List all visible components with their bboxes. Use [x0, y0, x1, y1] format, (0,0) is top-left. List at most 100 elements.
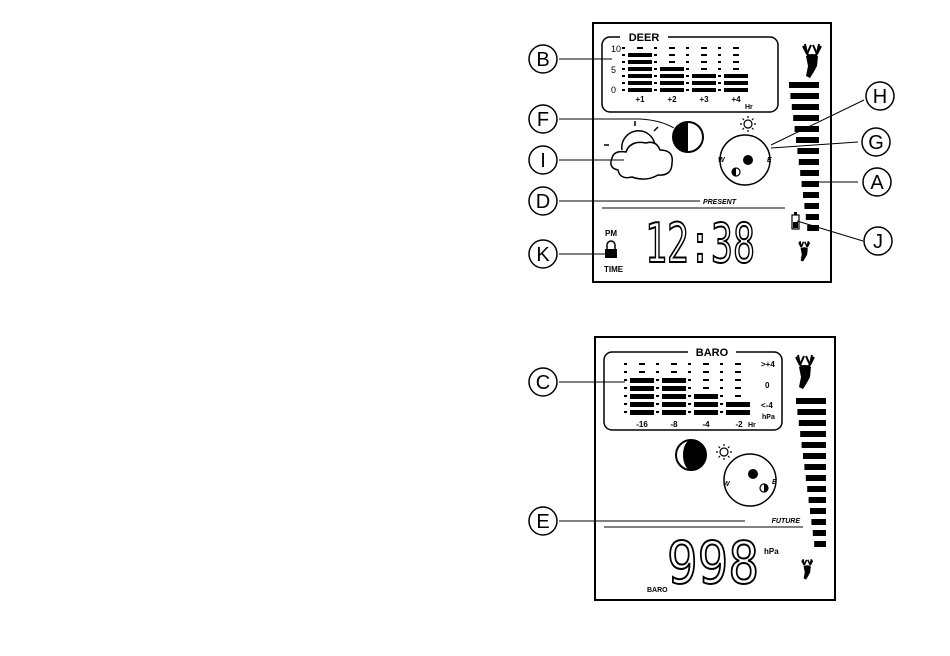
- activity-scale-segment-baro: [811, 519, 826, 525]
- baro-bar-segment: [662, 410, 686, 415]
- deer-bar-dash: [733, 68, 739, 70]
- activity-scale-segment: [793, 115, 819, 121]
- baro-bar-tick: [624, 411, 627, 413]
- callout-D: D: [529, 187, 557, 215]
- deer-bar-tick: [686, 89, 689, 91]
- activity-scale-bars-baro: [796, 398, 826, 547]
- baro-bar-tick: [624, 371, 627, 373]
- clock-display: 12:38: [645, 212, 755, 275]
- deer-bar-tick: [622, 89, 625, 91]
- baro-bar-tick: [720, 363, 723, 365]
- deer-bar-segment: [660, 67, 684, 71]
- svg-text:J: J: [873, 231, 883, 253]
- moon-phase-icon: [673, 122, 703, 152]
- baro-bar-tick: [656, 371, 659, 373]
- deer-activity-bars: [622, 47, 748, 92]
- deer-bar-tick: [622, 61, 625, 63]
- deer-xtick-1: +1: [635, 95, 645, 104]
- baro-bar-dash: [671, 371, 677, 373]
- activity-scale-segment: [795, 126, 819, 132]
- deer-bar-segment: [692, 88, 716, 92]
- baro-bar-dash: [735, 387, 741, 389]
- svg-text:K: K: [536, 244, 550, 266]
- baro-bar-tick: [624, 387, 627, 389]
- baro-bar-dash: [735, 363, 741, 365]
- svg-text:A: A: [870, 172, 884, 194]
- deer-bar-dash: [701, 61, 707, 63]
- future-label: FUTURE: [772, 518, 801, 525]
- deer-ytick-10: 10: [611, 44, 621, 54]
- activity-scale-segment-baro: [797, 409, 826, 415]
- activity-scale-segment-baro: [802, 442, 826, 448]
- baro-trend-bars: [624, 363, 750, 415]
- deer-bar-tick: [654, 82, 657, 84]
- activity-scale-segment: [799, 159, 819, 165]
- activity-scale-segment-baro: [803, 453, 826, 459]
- deer-bar-tick: [654, 47, 657, 49]
- deer-bar-segment: [692, 81, 716, 85]
- deer-bar-tick: [622, 54, 625, 56]
- deer-bar-tick: [654, 54, 657, 56]
- activity-scale-segment: [789, 82, 819, 88]
- baro-bar-tick: [720, 411, 723, 413]
- activity-scale-segment-baro: [814, 541, 826, 547]
- deer-bar-segment: [692, 74, 716, 78]
- deer-bar-segment: [724, 88, 748, 92]
- callout-A: A: [863, 168, 891, 196]
- deer-bar-tick: [718, 61, 721, 63]
- compass-east-label-baro: E: [772, 479, 777, 486]
- baro-bar-tick: [720, 403, 723, 405]
- baro-bar-tick: [624, 395, 627, 397]
- baro-bar-tick: [656, 387, 659, 389]
- deer-bar-tick: [686, 54, 689, 56]
- callout-H: H: [866, 82, 894, 110]
- baro-bar-segment: [662, 402, 686, 407]
- baro-bar-segment: [726, 410, 750, 415]
- deer-head-icon-baro: [796, 355, 814, 389]
- svg-text:E: E: [536, 511, 549, 533]
- baro-bar-tick: [688, 379, 691, 381]
- deer-bar-dash: [669, 61, 675, 63]
- baro-bar-tick: [720, 395, 723, 397]
- deer-bar-tick: [718, 82, 721, 84]
- activity-scale-segment: [806, 214, 819, 220]
- baro-bar-segment: [694, 402, 718, 407]
- deer-bar-tick: [622, 75, 625, 77]
- baro-bar-segment: [630, 386, 654, 391]
- baro-rtick-zero: 0: [765, 381, 770, 390]
- activity-scale-segment: [796, 137, 819, 143]
- baro-bar-segment: [662, 386, 686, 391]
- sun-icon: [740, 116, 756, 132]
- baro-bar-dash: [703, 371, 709, 373]
- activity-scale-segment-baro: [809, 497, 826, 503]
- pressure-display: 998: [667, 529, 759, 597]
- activity-scale-segment: [803, 192, 819, 198]
- deer-head-small-icon: [799, 241, 810, 261]
- svg-text:G: G: [868, 132, 884, 154]
- callout-G: G: [862, 128, 890, 156]
- deer-bar-tick: [654, 61, 657, 63]
- baro-bar-tick: [624, 379, 627, 381]
- deer-bar-tick: [718, 89, 721, 91]
- baro-bar-tick: [688, 387, 691, 389]
- baro-bar-tick: [624, 363, 627, 365]
- activity-scale-bars: [789, 82, 819, 231]
- activity-scale-segment-baro: [807, 486, 826, 492]
- deer-bar-segment: [628, 81, 652, 85]
- baro-rtick-unit: hPa: [762, 414, 775, 421]
- baro-bar-tick: [688, 411, 691, 413]
- callout-J: J: [864, 227, 892, 255]
- deer-head-small-icon-baro: [802, 559, 813, 579]
- activity-scale-segment-baro: [804, 464, 826, 470]
- lock-icon: [605, 241, 617, 258]
- deer-bar-dash: [701, 54, 707, 56]
- baro-bar-tick: [656, 411, 659, 413]
- present-label: PRESENT: [703, 199, 737, 206]
- baro-bar-dash: [703, 387, 709, 389]
- baro-rtick-bottom: <-4: [761, 401, 773, 410]
- svg-text:B: B: [536, 49, 549, 71]
- baro-bar-tick: [720, 379, 723, 381]
- baro-bar-dash: [639, 371, 645, 373]
- callout-I: I: [529, 146, 557, 174]
- deer-bar-dash: [733, 54, 739, 56]
